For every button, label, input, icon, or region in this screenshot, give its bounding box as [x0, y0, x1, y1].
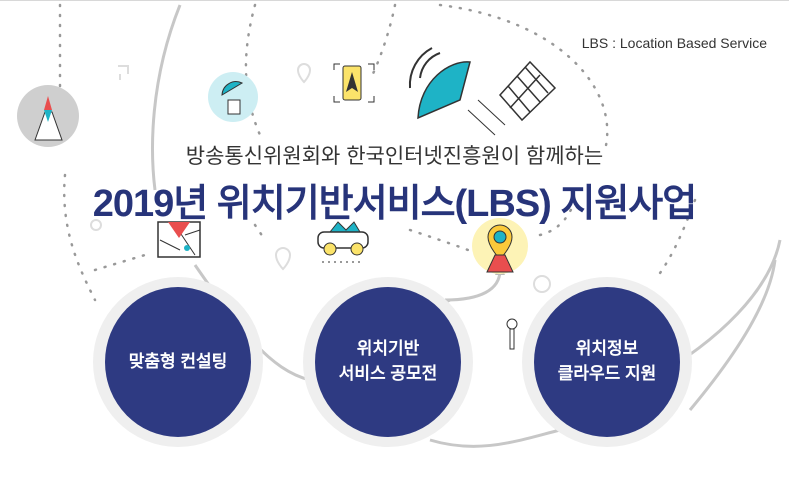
satellite-dish-icon — [208, 72, 258, 122]
magnifier-icon — [506, 318, 518, 350]
program-label: 서비스 공모전 — [338, 364, 438, 383]
top-border — [0, 0, 789, 1]
faint-icons — [90, 63, 551, 293]
phone-navigation-icon — [333, 63, 375, 103]
map-icon — [157, 221, 201, 258]
compass-road-icon — [17, 85, 79, 147]
location-pin-icon — [472, 218, 528, 274]
program-label: 위치정보 — [575, 339, 639, 359]
page-title: 2019년 위치기반서비스(LBS) 지원사업 — [92, 183, 697, 225]
program-label: 클라우드 지원 — [557, 364, 657, 383]
program-circle-consulting: 맞춤형 컨설팅 — [93, 277, 263, 447]
satellite-icon — [408, 47, 557, 136]
program-label: 위치기반 — [356, 339, 420, 359]
lbs-definition: LBS : Location Based Service — [581, 35, 767, 51]
program-label: 맞춤형 컨설팅 — [128, 351, 228, 371]
car-icon — [317, 221, 369, 263]
curve-path — [151, 4, 182, 191]
page-subtitle: 방송통신위원회와 한국인터넷진흥원이 함께하는 — [185, 145, 604, 168]
